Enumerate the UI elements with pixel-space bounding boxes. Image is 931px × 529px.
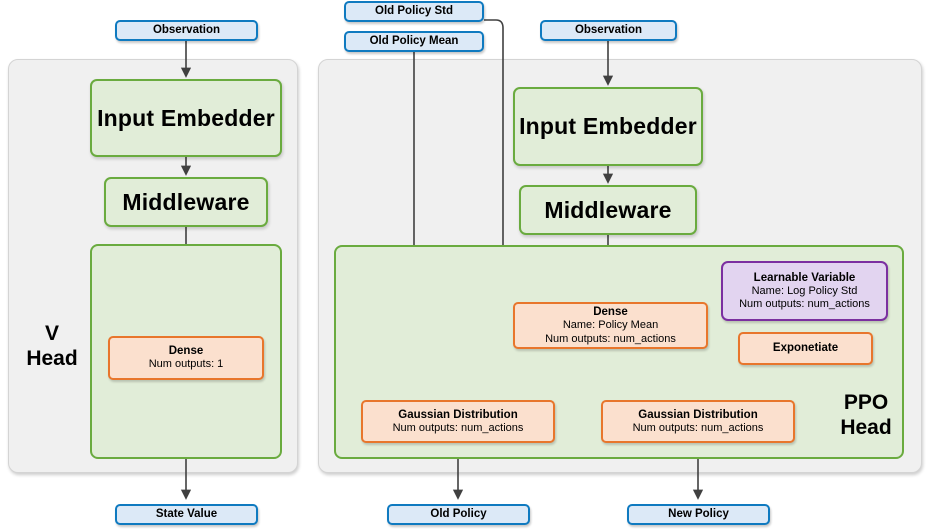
ppo-dense-outputs: Num outputs: num_actions [545, 332, 676, 345]
input-old-policy-mean-label: Old Policy Mean [369, 35, 459, 48]
ppo-middleware[interactable]: Middleware [519, 185, 697, 235]
input-old-policy-std[interactable]: Old Policy Std [344, 1, 484, 22]
output-state-value-label: State Value [155, 508, 218, 521]
ppo-exponetiate-label: Exponetiate [772, 342, 839, 355]
v-dense[interactable]: Dense Num outputs: 1 [108, 336, 264, 380]
v-head-caption-line2: Head [26, 346, 78, 370]
ppo-gaussian-new[interactable]: Gaussian Distribution Num outputs: num_a… [601, 400, 795, 443]
ppo-gaussian-old-title: Gaussian Distribution [398, 408, 518, 421]
ppo-head-caption-line1: PPO [843, 391, 889, 414]
input-observation-v-label: Observation [152, 24, 221, 37]
ppo-exponetiate[interactable]: Exponetiate [738, 332, 873, 365]
ppo-dense-title: Dense [593, 306, 628, 319]
ppo-dense-policy-mean[interactable]: Dense Name: Policy Mean Num outputs: num… [513, 302, 708, 349]
ppo-learnable-variable-name: Name: Log Policy Std [751, 284, 858, 297]
input-old-policy-mean[interactable]: Old Policy Mean [344, 31, 484, 52]
ppo-head-caption-line2: Head [840, 415, 892, 439]
ppo-middleware-label: Middleware [544, 196, 672, 223]
input-observation-v[interactable]: Observation [115, 20, 258, 41]
output-old-policy-label: Old Policy [430, 508, 487, 521]
output-old-policy[interactable]: Old Policy [387, 504, 530, 525]
ppo-learnable-variable-outputs: Num outputs: num_actions [739, 298, 870, 310]
v-dense-title: Dense [168, 345, 204, 358]
ppo-dense-name: Name: Policy Mean [562, 319, 659, 332]
ppo-gaussian-new-outputs: Num outputs: num_actions [632, 421, 764, 434]
v-dense-outputs: Num outputs: 1 [148, 358, 224, 371]
ppo-input-embedder-label: Input Embedder [519, 113, 697, 140]
v-input-embedder[interactable]: Input Embedder [90, 79, 282, 157]
ppo-gaussian-old-outputs: Num outputs: num_actions [392, 421, 524, 434]
v-input-embedder-label: Input Embedder [97, 104, 275, 131]
ppo-learnable-variable-title: Learnable Variable [753, 271, 856, 284]
ppo-gaussian-new-title: Gaussian Distribution [638, 408, 758, 421]
ppo-head-caption: PPO Head [820, 391, 912, 441]
input-observation-ppo-label: Observation [574, 24, 643, 37]
v-head-caption: V Head [14, 322, 90, 372]
input-old-policy-std-label: Old Policy Std [375, 5, 453, 18]
output-new-policy-label: New Policy [668, 508, 729, 521]
ppo-input-embedder[interactable]: Input Embedder [513, 87, 703, 166]
v-middleware[interactable]: Middleware [104, 177, 268, 227]
input-observation-ppo[interactable]: Observation [540, 20, 677, 41]
output-state-value[interactable]: State Value [115, 504, 258, 525]
ppo-learnable-variable[interactable]: Learnable Variable Name: Log Policy Std … [721, 261, 888, 321]
output-new-policy[interactable]: New Policy [627, 504, 770, 525]
v-middleware-label: Middleware [122, 188, 250, 215]
v-head-caption-line1: V [44, 322, 59, 345]
ppo-gaussian-old[interactable]: Gaussian Distribution Num outputs: num_a… [361, 400, 555, 443]
